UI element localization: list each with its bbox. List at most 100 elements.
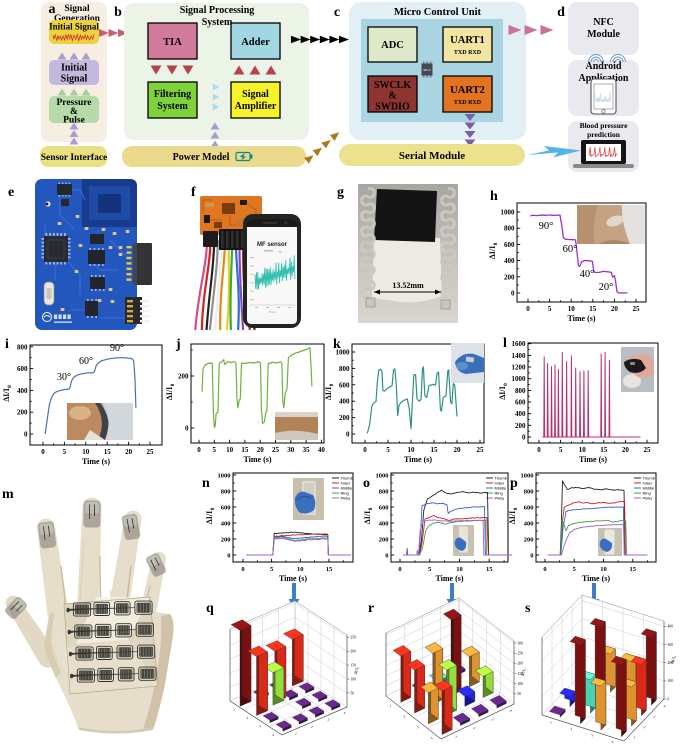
svg-text:300: 300 xyxy=(668,643,674,647)
svg-text:&: & xyxy=(388,91,396,102)
svg-text:Initial Signal: Initial Signal xyxy=(49,22,99,32)
svg-text:l: l xyxy=(503,336,507,351)
svg-text:Time (s): Time (s) xyxy=(435,574,463,583)
svg-text:1400: 1400 xyxy=(512,352,527,360)
svg-text:3: 3 xyxy=(491,717,495,721)
svg-text:SWCLK: SWCLK xyxy=(374,80,411,91)
svg-text:Ring: Ring xyxy=(341,491,349,496)
svg-text:400: 400 xyxy=(515,410,526,418)
svg-text:Time (s): Time (s) xyxy=(567,314,595,323)
svg-text:MCU: MCU xyxy=(423,68,431,72)
svg-text:20°: 20° xyxy=(599,282,614,293)
svg-text:TXD RXD: TXD RXD xyxy=(454,100,482,106)
svg-text:&: & xyxy=(70,107,78,117)
svg-text:prediction: prediction xyxy=(587,130,621,139)
svg-text:50: 50 xyxy=(518,692,522,696)
svg-text:0: 0 xyxy=(543,566,546,573)
svg-text:30°: 30° xyxy=(57,372,71,383)
svg-text:Initial: Initial xyxy=(61,63,87,74)
svg-text:Pressure: Pressure xyxy=(56,98,91,108)
svg-text:Module: Module xyxy=(587,29,620,40)
svg-text:2: 2 xyxy=(643,725,647,729)
svg-text:0: 0 xyxy=(368,507,374,510)
svg-text:UART1: UART1 xyxy=(450,35,485,46)
svg-text:1000: 1000 xyxy=(521,473,534,480)
svg-text:200: 200 xyxy=(17,409,28,417)
svg-text:25: 25 xyxy=(147,448,155,456)
svg-text:Adder: Adder xyxy=(241,37,270,48)
svg-text:13.52mm: 13.52mm xyxy=(392,281,424,290)
svg-text:ΔI/I: ΔI/I xyxy=(508,511,517,524)
svg-text:MF sensor: MF sensor xyxy=(257,242,288,248)
svg-text:Sensor Interface: Sensor Interface xyxy=(41,153,108,163)
svg-text:Time: Time xyxy=(269,310,276,314)
svg-text:15: 15 xyxy=(600,446,608,454)
svg-text:200: 200 xyxy=(339,414,350,422)
svg-text:3: 3 xyxy=(653,715,657,719)
svg-text:0: 0 xyxy=(511,290,515,298)
svg-text:1600: 1600 xyxy=(512,340,527,348)
svg-text:4: 4 xyxy=(272,733,275,737)
svg-text:5: 5 xyxy=(386,446,390,454)
svg-text:Thumb: Thumb xyxy=(495,476,508,481)
svg-text:40: 40 xyxy=(318,446,326,454)
svg-text:15: 15 xyxy=(589,305,597,313)
svg-text:Middle: Middle xyxy=(495,486,508,491)
svg-text:15: 15 xyxy=(431,446,439,454)
svg-text:Thumb: Thumb xyxy=(341,476,354,481)
svg-text:20: 20 xyxy=(125,448,133,456)
svg-text:TIA: TIA xyxy=(163,37,182,48)
svg-text:NFC: NFC xyxy=(593,17,614,28)
svg-text:200: 200 xyxy=(668,661,674,665)
svg-text:2: 2 xyxy=(403,714,406,718)
svg-text:Micro Control Unit: Micro Control Unit xyxy=(394,7,482,18)
svg-text:20: 20 xyxy=(622,446,630,454)
svg-text:600: 600 xyxy=(524,505,534,512)
svg-text:0: 0 xyxy=(170,383,176,386)
svg-text:600: 600 xyxy=(379,505,389,512)
svg-text:200: 200 xyxy=(178,373,189,381)
svg-text:300: 300 xyxy=(518,641,524,645)
svg-text:0: 0 xyxy=(530,553,533,560)
svg-text:0: 0 xyxy=(385,553,388,560)
svg-text:30: 30 xyxy=(287,446,295,454)
svg-text:1000: 1000 xyxy=(336,349,351,357)
svg-text:Pinky: Pinky xyxy=(495,496,505,501)
svg-text:800: 800 xyxy=(515,387,526,395)
svg-text:400: 400 xyxy=(221,521,231,528)
svg-text:0: 0 xyxy=(537,446,541,454)
svg-text:4: 4 xyxy=(343,711,347,715)
svg-text:15: 15 xyxy=(486,566,493,573)
svg-text:1: 1 xyxy=(389,704,392,708)
svg-text:25: 25 xyxy=(633,305,641,313)
svg-text:0: 0 xyxy=(197,446,201,454)
svg-text:1000: 1000 xyxy=(501,209,516,217)
svg-text:90°: 90° xyxy=(110,343,124,354)
svg-text:Signal Processing: Signal Processing xyxy=(180,5,255,16)
svg-text:1: 1 xyxy=(454,735,458,739)
svg-text:d: d xyxy=(557,5,565,20)
svg-text:400: 400 xyxy=(379,521,389,528)
svg-text:25: 25 xyxy=(272,446,280,454)
svg-text:Time (s): Time (s) xyxy=(279,574,307,583)
svg-text:Middle: Middle xyxy=(341,486,354,491)
svg-text:0: 0 xyxy=(227,553,230,560)
svg-text:p: p xyxy=(510,476,518,491)
svg-text:1: 1 xyxy=(633,736,637,740)
svg-text:Pinky: Pinky xyxy=(643,496,653,501)
svg-text:200: 200 xyxy=(524,537,534,544)
svg-text:TXD RXD: TXD RXD xyxy=(454,50,482,56)
svg-text:0: 0 xyxy=(522,434,526,442)
svg-text:Middle: Middle xyxy=(643,486,656,491)
svg-text:5: 5 xyxy=(270,566,274,573)
svg-text:o: o xyxy=(363,476,370,491)
svg-text:Signal: Signal xyxy=(64,4,90,14)
svg-text:60°: 60° xyxy=(563,244,578,255)
svg-text:2: 2 xyxy=(310,725,314,729)
svg-text:250: 250 xyxy=(518,651,524,655)
svg-text:100: 100 xyxy=(518,682,524,686)
svg-text:h: h xyxy=(490,189,498,204)
svg-text:Generation: Generation xyxy=(54,14,101,24)
svg-text:g: g xyxy=(337,185,344,200)
svg-text:Index: Index xyxy=(643,481,653,486)
